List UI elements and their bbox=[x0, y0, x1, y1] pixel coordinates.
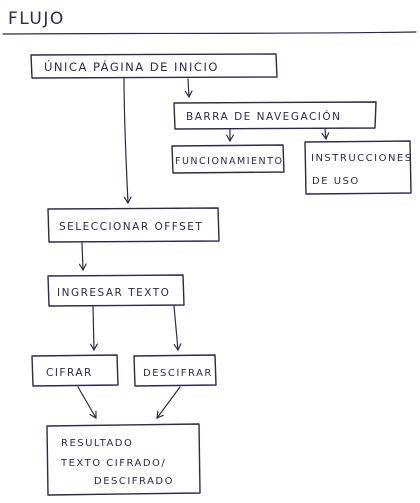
arrow-ingresar-to-cifrar bbox=[89, 305, 98, 352]
node-offset-box bbox=[47, 207, 220, 243]
arrow-offset-to-ingresar bbox=[78, 242, 87, 272]
arrow-ingresar-to-descifrar bbox=[173, 305, 182, 352]
node-instrucciones-label-line2: DE USO bbox=[312, 176, 360, 187]
arrow-inicio-to-barra bbox=[184, 78, 193, 99]
node-ingresar-box bbox=[47, 274, 185, 307]
node-resultado-box bbox=[46, 423, 201, 496]
arrow-descifrar-to-resultado bbox=[156, 386, 181, 419]
arrow-cifrar-to-resultado bbox=[77, 386, 97, 420]
node-barra-box bbox=[173, 101, 377, 130]
arrow-barra-to-instrucciones bbox=[321, 128, 330, 141]
node-funcionamiento-box bbox=[171, 144, 285, 174]
node-barra-label: BARRA DE NAVEGACIÓN bbox=[186, 110, 342, 123]
node-cifrar-box bbox=[31, 354, 119, 387]
node-funcionamiento: FUNCIONAMIENTO bbox=[171, 144, 285, 174]
node-funcionamiento-label: FUNCIONAMIENTO bbox=[175, 156, 283, 167]
node-instrucciones: INSTRUCCIONES DE USO bbox=[304, 140, 413, 195]
title-underline bbox=[2, 31, 417, 35]
node-descifrar-label: DESCIFRAR bbox=[143, 368, 213, 379]
diagram-title: FLUJO bbox=[8, 9, 65, 29]
node-descifrar: DESCIFRAR bbox=[133, 354, 217, 387]
node-cifrar-label: CIFRAR bbox=[46, 367, 93, 379]
node-offset: SELECCIONAR OFFSET bbox=[47, 207, 220, 243]
node-inicio-box bbox=[30, 53, 278, 79]
node-ingresar: INGRESAR TEXTO bbox=[47, 274, 185, 307]
node-cifrar: CIFRAR bbox=[31, 354, 119, 387]
node-resultado: RESULTADO TEXTO CIFRADO/ DESCIFRADO bbox=[46, 423, 201, 496]
node-ingresar-label: INGRESAR TEXTO bbox=[57, 287, 170, 299]
arrow-inicio-to-offset bbox=[123, 77, 132, 205]
node-descifrar-box bbox=[133, 354, 217, 387]
node-resultado-label-line2: TEXTO CIFRADO/ bbox=[60, 458, 166, 469]
node-resultado-label-line3: DESCIFRADO bbox=[94, 476, 174, 487]
node-instrucciones-label-line1: INSTRUCCIONES bbox=[311, 153, 413, 164]
node-inicio: ÚNICA PÁGINA DE INICIO bbox=[30, 53, 278, 79]
node-inicio-label: ÚNICA PÁGINA DE INICIO bbox=[44, 59, 219, 74]
node-offset-label: SELECCIONAR OFFSET bbox=[59, 221, 203, 233]
node-barra: BARRA DE NAVEGACIÓN bbox=[173, 101, 377, 130]
node-resultado-label-line1: RESULTADO bbox=[61, 438, 133, 449]
node-instrucciones-box bbox=[304, 140, 412, 195]
